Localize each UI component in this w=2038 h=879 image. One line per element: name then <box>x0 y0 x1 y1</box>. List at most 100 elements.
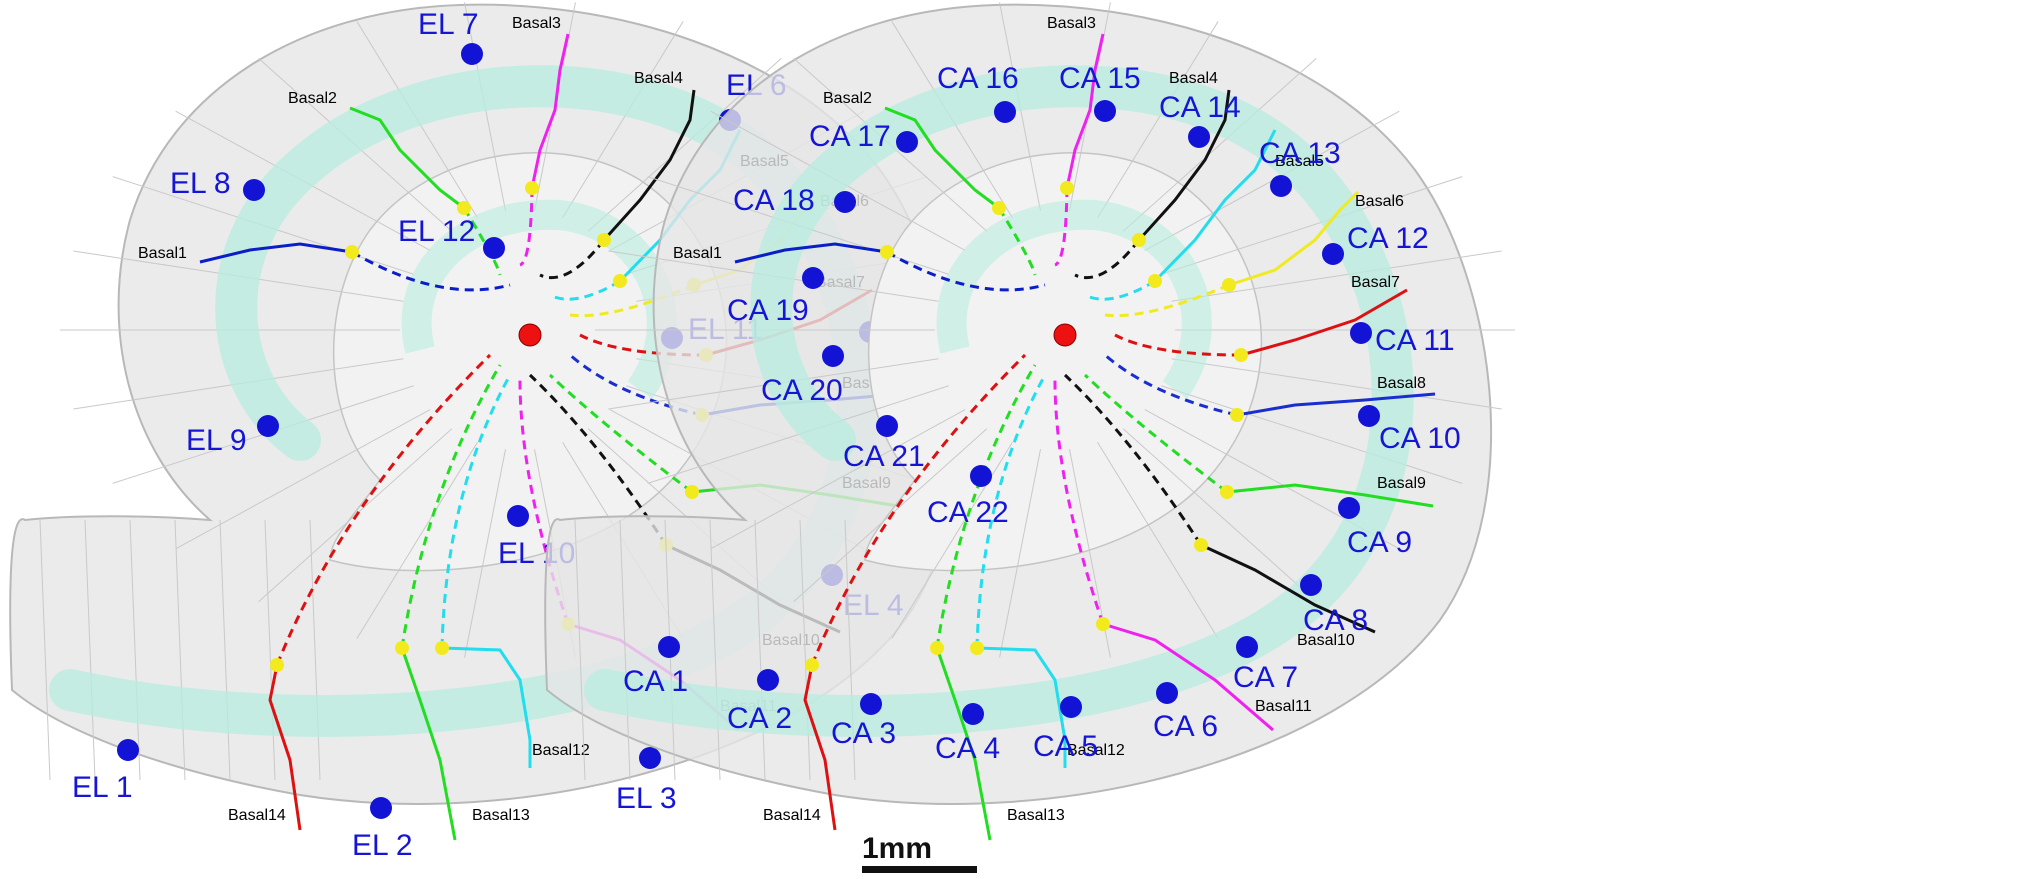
electrode-dot <box>1236 636 1258 658</box>
electrode-dot <box>1270 175 1292 197</box>
label-basal3: Basal3 <box>1047 15 1096 32</box>
electrode-dot <box>507 505 529 527</box>
junction-dot <box>613 274 627 288</box>
electrode-label: CA 4 <box>935 732 1000 765</box>
nerve-basal3 <box>530 33 570 189</box>
electrode-dot <box>876 415 898 437</box>
junction-dot <box>970 641 984 655</box>
junction-dot <box>395 641 409 655</box>
electrode-label: CA 8 <box>1303 604 1368 637</box>
nerve-fibers: Basal1Basal2Basal3Basal4Basal5Basal6Basa… <box>673 15 1436 841</box>
electrode-label: CA 7 <box>1233 661 1298 694</box>
electrode-label: CA 21 <box>843 440 925 473</box>
electrode-dot <box>1060 696 1082 718</box>
nerve-dashed-basal4 <box>1074 239 1141 280</box>
nerve-dashed-basal13 <box>935 364 1037 649</box>
nerve-basal13 <box>400 647 457 841</box>
nerve-dashed-basal10 <box>1063 373 1203 546</box>
nerve-basal10 <box>1200 543 1376 634</box>
nerve-basal12 <box>441 646 532 768</box>
label-basal7: Basal7 <box>1351 274 1400 291</box>
scale-bar: 1mm <box>862 832 977 873</box>
nerve-basal6 <box>1228 190 1360 287</box>
electrode-dot <box>243 179 265 201</box>
nerve-basal11 <box>1102 622 1274 732</box>
electrode-label: CA 18 <box>733 184 815 217</box>
electrode-dot <box>994 101 1016 123</box>
junction-dot <box>525 181 539 195</box>
electrode-label: CA 19 <box>727 294 809 327</box>
electrode-dot <box>1350 322 1372 344</box>
electrode-label: EL 9 <box>186 424 247 457</box>
label-basal2: Basal2 <box>288 90 337 107</box>
junction-dot <box>1194 538 1208 552</box>
electrode-dot <box>757 669 779 691</box>
scale-bar-label: 1mm <box>862 832 932 865</box>
scale-bar-line <box>862 866 977 873</box>
label-basal1: Basal1 <box>673 245 722 262</box>
label-basal3: Basal3 <box>512 15 561 32</box>
label-basal1: Basal1 <box>138 245 187 262</box>
label-basal13: Basal13 <box>1007 807 1065 824</box>
nerve-basal1 <box>734 242 888 264</box>
junction-dot <box>992 201 1006 215</box>
electrode-label: CA 13 <box>1259 137 1341 170</box>
junction-dot <box>1148 274 1162 288</box>
nerve-dashed-basal14 <box>810 353 1027 666</box>
electrode-label: EL 8 <box>170 167 231 200</box>
electrode-label: EL 7 <box>418 8 479 41</box>
nerve-dashed-basal3 <box>1054 187 1069 267</box>
nerve-basal2 <box>884 106 1000 210</box>
electrode-label: CA 22 <box>927 496 1009 529</box>
electrode-dot <box>962 703 984 725</box>
electrode-label: CA 16 <box>937 62 1019 95</box>
electrode-dot <box>639 747 661 769</box>
nerve-dashed-basal8 <box>1104 353 1238 417</box>
junction-dot <box>1234 348 1248 362</box>
electrode-label: CA 1 <box>623 665 688 698</box>
nerve-dashed-basal1 <box>351 250 511 292</box>
electrode-label: CA 5 <box>1033 730 1098 763</box>
junction-dot <box>597 233 611 247</box>
label-basal4: Basal4 <box>1169 70 1218 87</box>
scala-band <box>584 65 1414 737</box>
nerve-basal2 <box>349 106 465 210</box>
electrode-label: CA 14 <box>1159 91 1241 124</box>
nerve-dashed-basal13 <box>400 364 502 649</box>
electrode-label: CA 9 <box>1347 526 1412 559</box>
junction-dot <box>435 641 449 655</box>
label-basal12: Basal12 <box>532 742 590 759</box>
electrode-dot <box>896 131 918 153</box>
nerve-dashed-basal7 <box>1114 333 1242 357</box>
junction-dot <box>1230 408 1244 422</box>
junction-dot <box>805 658 819 672</box>
label-basal13: Basal13 <box>472 807 530 824</box>
junction-dot <box>685 485 699 499</box>
nerve-basal1 <box>199 242 353 264</box>
nerve-dashed-basal9 <box>1083 373 1228 494</box>
nerve-basal8 <box>1236 392 1436 417</box>
label-basal14: Basal14 <box>763 807 821 824</box>
electrode-label: EL 1 <box>72 771 133 804</box>
label-basal4: Basal4 <box>634 70 683 87</box>
junction-dot <box>1222 278 1236 292</box>
label-basal9: Basal9 <box>1377 475 1426 492</box>
electrode-label: CA 20 <box>761 374 843 407</box>
right-panel: Basal1Basal2Basal3Basal4Basal5Basal6Basa… <box>544 2 1515 841</box>
electrode-dot <box>1188 126 1210 148</box>
nerve-basal5 <box>1153 129 1277 283</box>
nerve-dashed-basal2 <box>997 207 1037 276</box>
label-basal14: Basal14 <box>228 807 286 824</box>
junction-dot <box>345 245 359 259</box>
nerve-basal12 <box>976 646 1067 768</box>
nerve-basal7 <box>1240 288 1408 357</box>
electrode-dot <box>1300 574 1322 596</box>
nerve-basal4 <box>1137 89 1231 242</box>
junction-dot <box>930 641 944 655</box>
nerve-dashed-basal14 <box>275 353 492 666</box>
junction-dot <box>457 201 471 215</box>
label-basal6: Basal6 <box>1355 193 1404 210</box>
nerve-dashed-basal1 <box>886 250 1046 292</box>
electrode-dot <box>822 345 844 367</box>
